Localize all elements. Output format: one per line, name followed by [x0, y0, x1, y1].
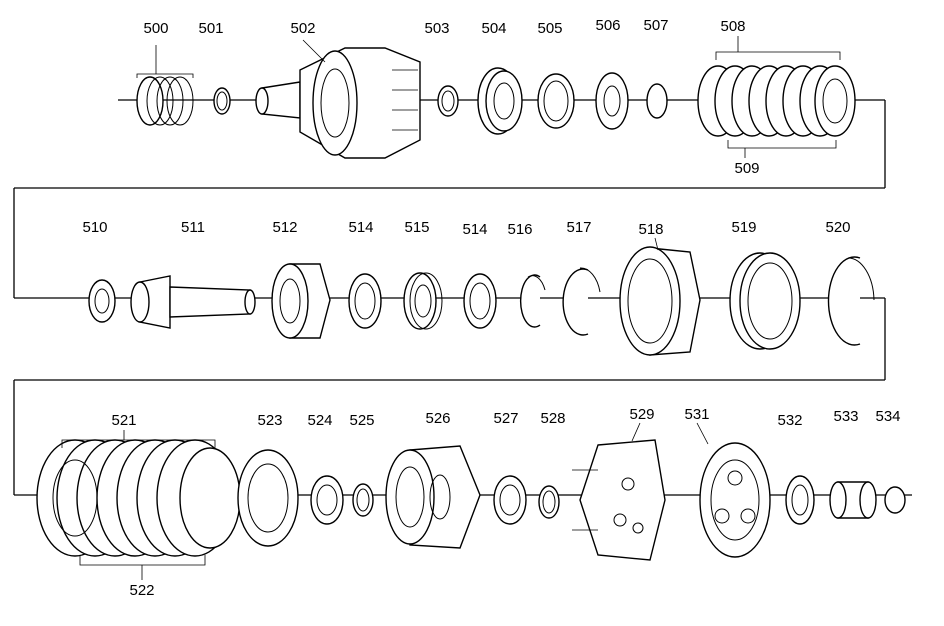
part-523-pressure-plate: [237, 449, 299, 547]
part-517-snap-ring: [562, 267, 601, 336]
label-leaders: [302, 39, 709, 445]
leader-522: [79, 555, 206, 580]
part-534-snap-ring: [884, 486, 906, 514]
part-521-522-clutch-plates: [36, 439, 241, 557]
label-520: 520: [825, 219, 850, 236]
label-512: 512: [272, 219, 297, 236]
label-533: 533: [833, 408, 858, 425]
label-525: 525: [349, 412, 374, 429]
label-516: 516: [507, 221, 532, 238]
label-519: 519: [731, 219, 756, 236]
label-515: 515: [404, 219, 429, 236]
leader-500: [136, 45, 194, 78]
part-531-planetary: [699, 442, 771, 558]
label-502: 502: [290, 20, 315, 37]
part-520-snap-ring: [827, 256, 875, 346]
label-510: 510: [82, 219, 107, 236]
label-529: 529: [629, 406, 654, 423]
label-509: 509: [734, 160, 759, 177]
part-511-shaft: [130, 275, 256, 329]
label-526: 526: [425, 410, 450, 427]
part-500-spring: [136, 76, 194, 126]
part-503-ring: [437, 85, 459, 117]
leader-508: [715, 36, 841, 60]
part-518-housing: [619, 246, 701, 356]
part-506-washer: [595, 72, 629, 130]
part-508-509-clutch-pack: [697, 65, 856, 137]
label-500: 500: [143, 20, 168, 37]
leader-509: [727, 140, 837, 158]
part-512-drum: [271, 263, 331, 339]
part-504-hub: [477, 67, 523, 135]
part-526-carrier: [385, 445, 481, 549]
label-531: 531: [684, 406, 709, 423]
part-519-band: [729, 252, 801, 350]
part-502-input-shaft-housing: [255, 47, 421, 159]
label-508: 508: [720, 18, 745, 35]
part-525-ring: [352, 483, 374, 517]
part-524-bearing: [310, 475, 344, 525]
leader-521: [61, 430, 216, 448]
label-517: 517: [566, 219, 591, 236]
label-522: 522: [129, 582, 154, 599]
label-501: 501: [198, 20, 223, 37]
label-505: 505: [537, 20, 562, 37]
label-507: 507: [643, 17, 668, 34]
label-528: 528: [540, 410, 565, 427]
part-528-ring: [538, 485, 560, 519]
part-532-washer: [785, 475, 815, 525]
label-511: 511: [181, 219, 205, 236]
part-515-bearing: [403, 272, 443, 330]
part-501-bushing: [213, 87, 231, 115]
part-529-housing: [572, 439, 666, 561]
part-505-bearing: [537, 73, 575, 129]
part-516-snap-ring: [519, 274, 546, 328]
label-503: 503: [424, 20, 449, 37]
label-518: 518: [638, 221, 663, 238]
part-507-snap-ring: [646, 83, 668, 119]
label-514-b: 514: [462, 221, 487, 238]
part-514-washer-b: [463, 273, 497, 329]
label-527: 527: [493, 410, 518, 427]
part-510-washer: [88, 279, 116, 323]
label-524: 524: [307, 412, 332, 429]
label-532: 532: [777, 412, 802, 429]
part-514-washer-a: [348, 273, 382, 329]
part-number-labels: 500 501 502 503 504 505 506 507 508 509 …: [82, 17, 900, 599]
label-523: 523: [257, 412, 282, 429]
label-506: 506: [595, 17, 620, 34]
part-533-gear: [829, 481, 877, 519]
label-534: 534: [875, 408, 900, 425]
label-514-a: 514: [348, 219, 373, 236]
part-527-bearing: [493, 475, 527, 525]
label-521: 521: [111, 412, 136, 429]
label-504: 504: [481, 20, 506, 37]
